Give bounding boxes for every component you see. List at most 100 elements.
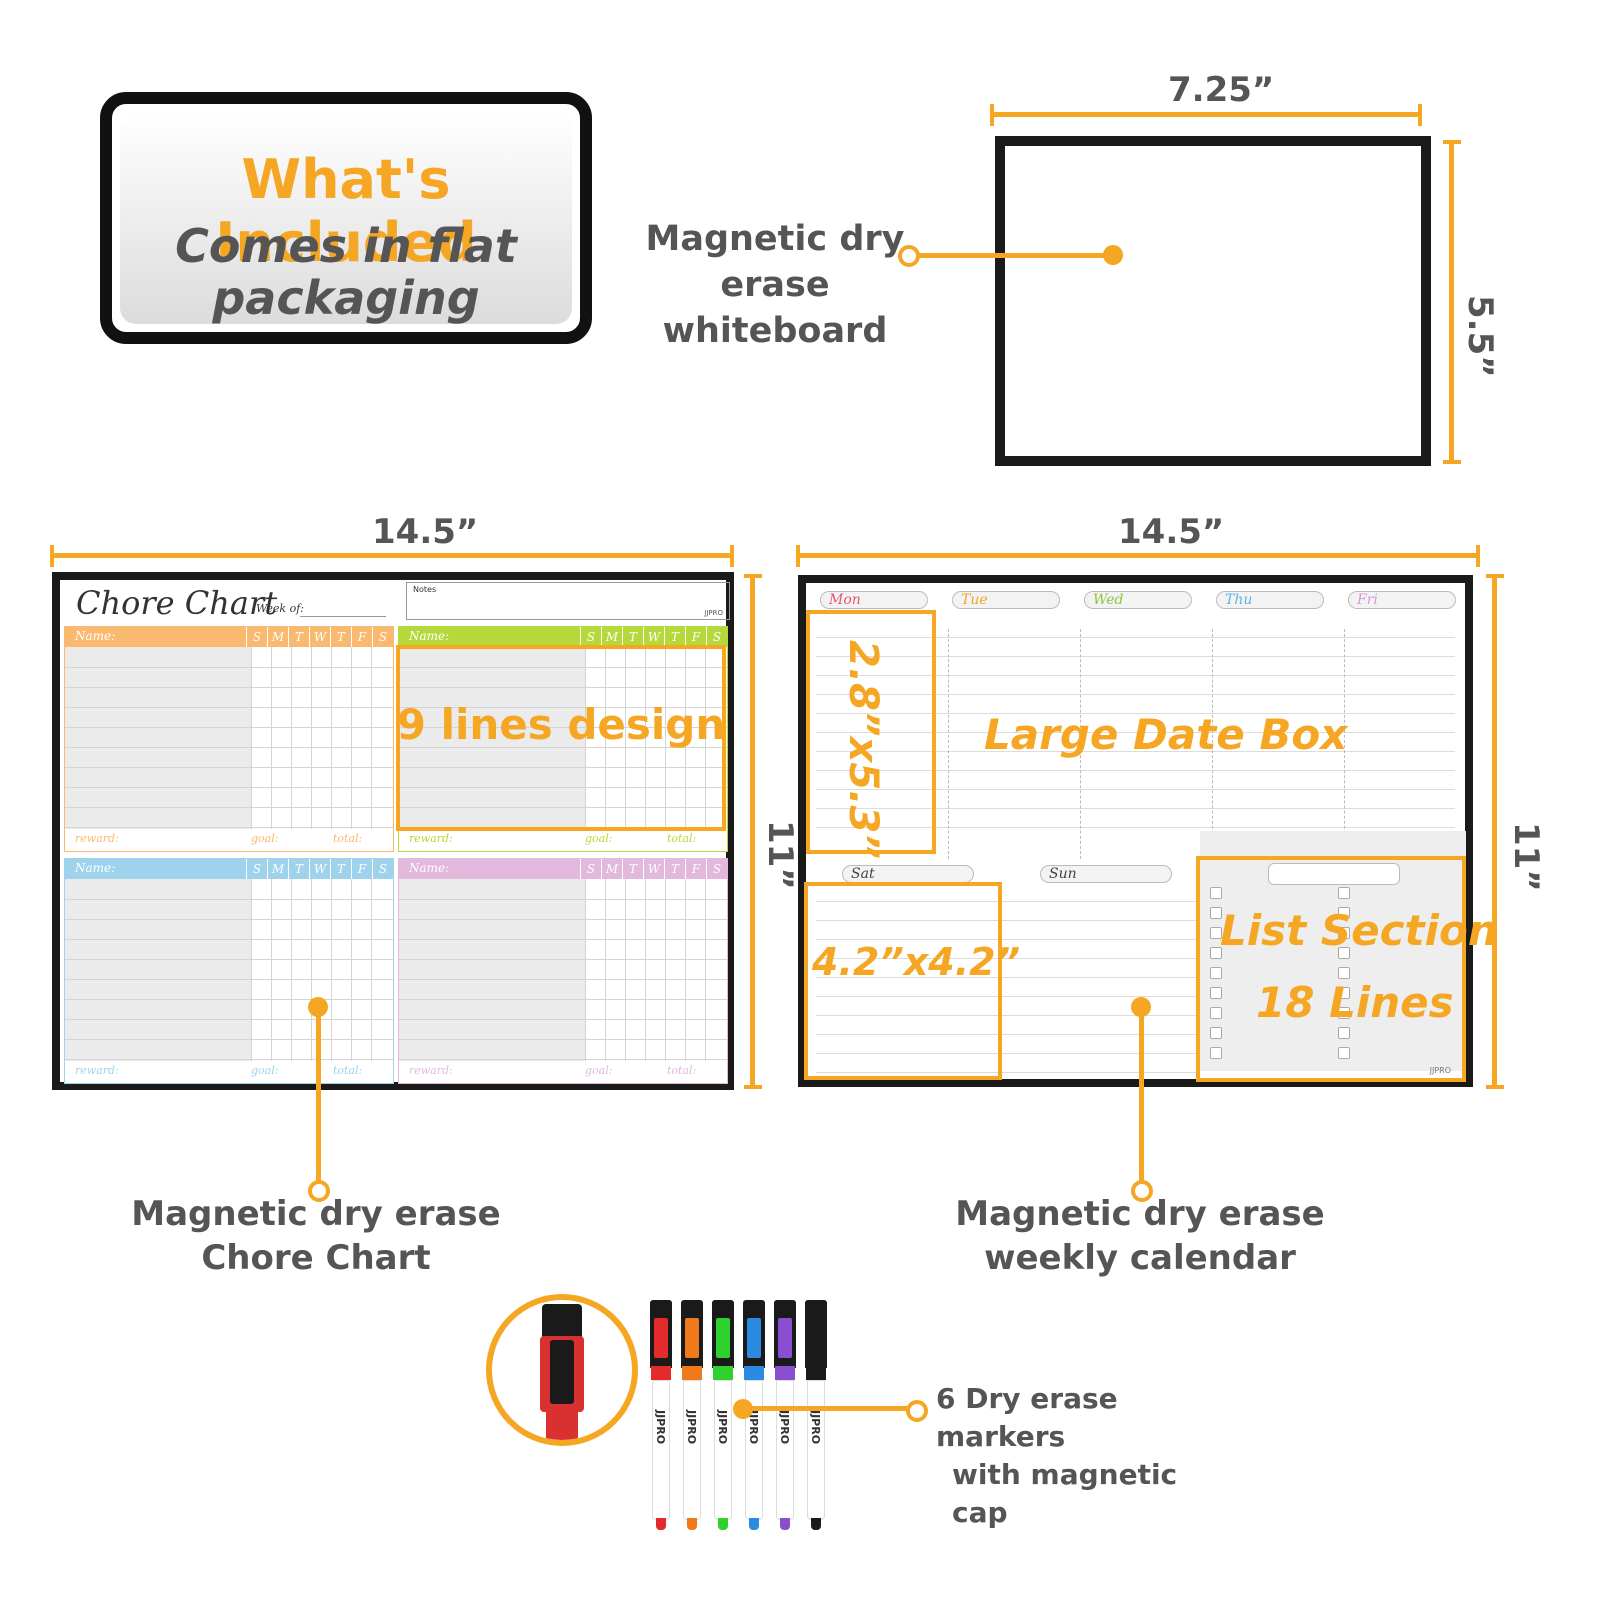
chore-day-label: S (706, 627, 727, 647)
chore-chart-pointer-end (308, 1180, 330, 1202)
markers-caption-line2: with magnetic cap (952, 1458, 1178, 1529)
chore-row-line (65, 1039, 393, 1040)
chore-col-line (311, 647, 312, 829)
chore-row-line (399, 1019, 727, 1020)
chore-row-line (65, 767, 393, 768)
weekly-caption: Magnetic dry erase weekly calendar (940, 1192, 1340, 1280)
marker-ring (806, 1366, 826, 1380)
calendar-divider (948, 629, 949, 859)
chore-row-line (399, 687, 727, 688)
chore-chart-title: Chore Chart (76, 584, 278, 622)
marker-tip (656, 1518, 666, 1530)
weekend-line (816, 1072, 1196, 1073)
chore-total-label: total: (667, 1064, 697, 1077)
chore-col-line (705, 879, 706, 1061)
chore-chart-height-tick-bottom (744, 1085, 762, 1089)
day-header-thu: Thu (1216, 591, 1324, 609)
chore-total-label: total: (333, 832, 363, 845)
list-title-field (1268, 863, 1400, 885)
chore-row-line (399, 999, 727, 1000)
list-checkbox (1338, 1027, 1350, 1039)
sat-size-callout-box (804, 882, 1002, 1080)
chore-day-label: T (288, 859, 309, 879)
chore-row-line (65, 727, 393, 728)
chore-col-line (251, 879, 252, 1061)
weekend-line (816, 958, 1196, 959)
week-of-line (300, 616, 386, 617)
chore-goal-label: goal: (251, 1064, 279, 1077)
chore-col-line (605, 879, 606, 1061)
chore-reward-label: reward: (75, 1064, 119, 1077)
chore-footer: reward: goal: total: (75, 1064, 383, 1080)
chore-day-label: S (246, 859, 267, 879)
whiteboard-width-label: 7.25” (1168, 70, 1275, 110)
mon-size-callout: 2.8”x5.3” (840, 640, 886, 860)
marker-tip (811, 1518, 821, 1530)
marker-tip (718, 1518, 728, 1530)
chore-task-column (399, 879, 585, 1061)
chore-day-label: W (309, 627, 330, 647)
chore-col-line (271, 879, 272, 1061)
list-section-label: List Section (1220, 906, 1498, 955)
chore-day-label: T (664, 859, 685, 879)
marker-clip (778, 1318, 792, 1358)
chore-day-label: S (372, 627, 393, 647)
nine-lines-callout: 9 lines design (396, 700, 726, 749)
chore-row-line (399, 807, 727, 808)
chore-row-line (65, 959, 393, 960)
weekly-pointer-end (1131, 1180, 1153, 1202)
chore-grid (399, 879, 727, 1061)
chore-day-label: M (267, 859, 288, 879)
chore-chart-caption-line2: Chore Chart (201, 1238, 431, 1278)
list-lines-label: 18 Lines (1256, 978, 1454, 1027)
weekly-caption-line1: Magnetic dry erase (955, 1194, 1325, 1234)
chore-row-line (65, 919, 393, 920)
list-checkbox (1210, 1027, 1222, 1039)
chore-row-line (399, 1059, 727, 1060)
large-date-box-label: Large Date Box (984, 710, 1348, 759)
marker-ring (775, 1366, 795, 1380)
list-checkbox (1338, 947, 1350, 959)
chore-task-column (65, 647, 251, 829)
notes-brand: JJPRO (704, 609, 723, 617)
chore-col-line (585, 647, 586, 829)
chore-chart-height-label: 11” (760, 820, 800, 890)
chore-day-label: T (664, 627, 685, 647)
calendar-divider (1080, 629, 1081, 859)
whiteboard-pointer-start (898, 245, 920, 267)
marker-brand: JJPRO (654, 1410, 667, 1445)
chore-chart-width-line (52, 553, 734, 558)
chore-row-line (65, 707, 393, 708)
whiteboard-width-tick-left (990, 104, 994, 126)
chore-col-line (331, 879, 332, 1061)
weekend-line (816, 1053, 1196, 1054)
chore-row-line (399, 787, 727, 788)
markers-pointer-line (742, 1406, 910, 1411)
chore-day-label: F (351, 627, 372, 647)
marker-tip (687, 1518, 697, 1530)
whiteboard-pointer-dot (1103, 245, 1123, 265)
markers-pointer-end (906, 1400, 928, 1422)
day-header-tue: Tue (952, 591, 1060, 609)
calendar-divider (1344, 629, 1345, 859)
chore-col-line (625, 879, 626, 1061)
list-checkbox (1210, 967, 1222, 979)
chore-row-line (399, 959, 727, 960)
weekly-brand: JJPRO (1429, 1066, 1451, 1075)
chore-col-line (645, 647, 646, 829)
chore-col-line (271, 647, 272, 829)
list-checkbox (1338, 1047, 1350, 1059)
week-of-label: Week of: (256, 602, 304, 615)
list-section-callout-box (1196, 856, 1466, 1082)
calendar-line (816, 713, 1455, 714)
chore-chart-caption-line1: Magnetic dry erase (131, 1194, 501, 1234)
chore-col-line (351, 879, 352, 1061)
list-checkbox (1210, 887, 1222, 899)
nine-lines-callout-box (396, 645, 726, 831)
calendar-line (816, 751, 1455, 752)
